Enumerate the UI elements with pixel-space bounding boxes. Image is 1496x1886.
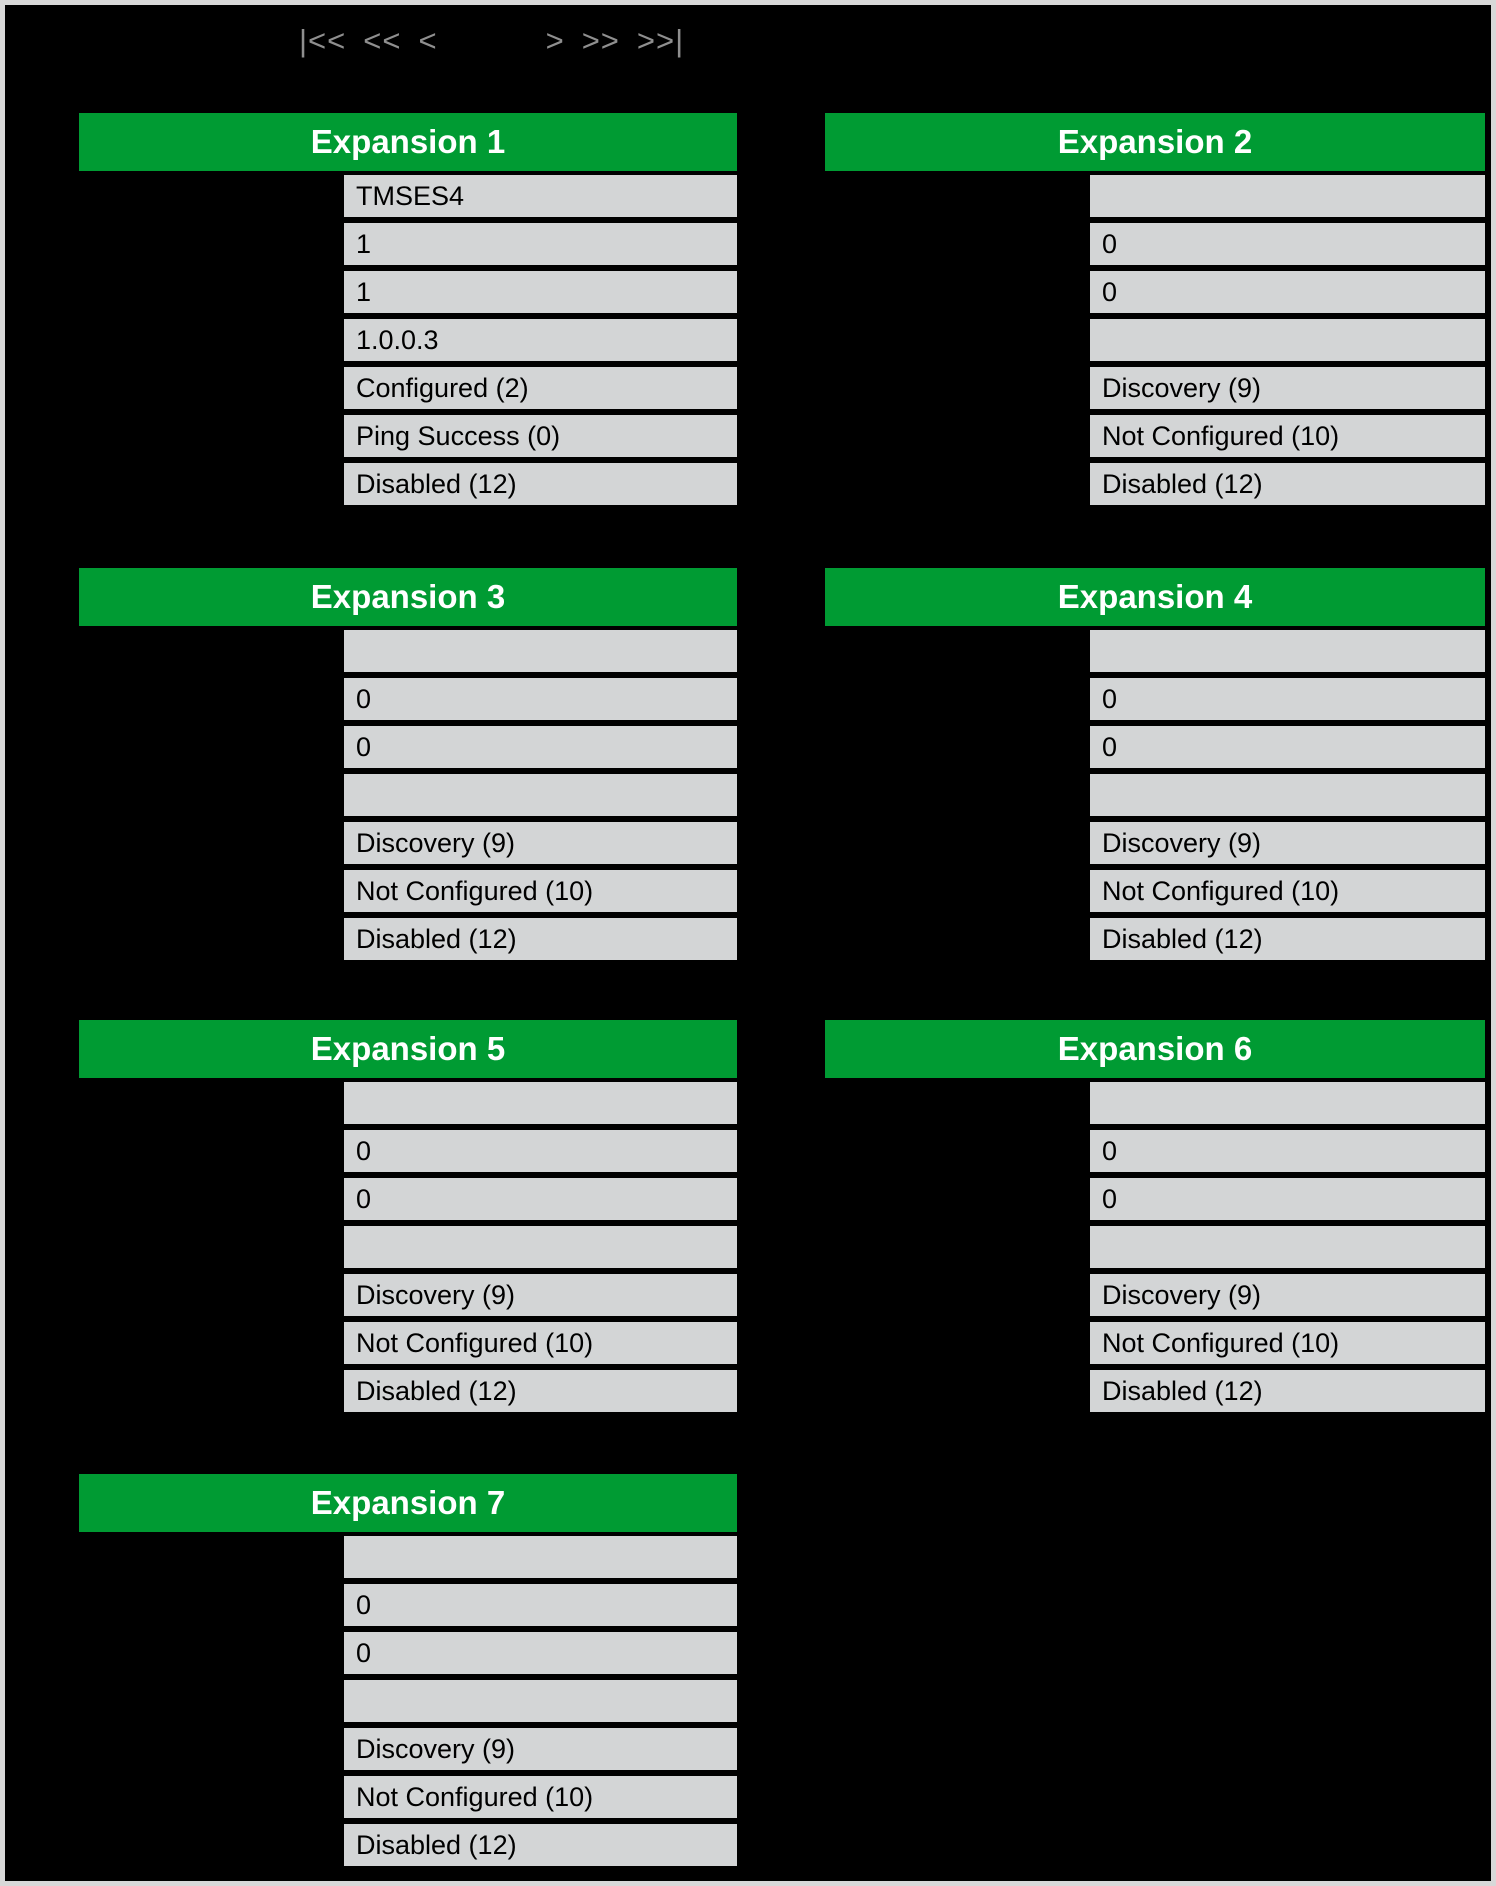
value-cell: 0	[1090, 1130, 1485, 1172]
panel-title: Expansion 6	[825, 1020, 1485, 1078]
panel-title: Expansion 4	[825, 568, 1485, 626]
value-cell: Not Configured (10)	[1090, 870, 1485, 912]
panel-title: Expansion 3	[79, 568, 737, 626]
value-cell: Disabled (12)	[344, 463, 737, 505]
value-cell	[344, 1536, 737, 1578]
value-cell: Discovery (9)	[1090, 367, 1485, 409]
value-cell: 0	[344, 678, 737, 720]
value-cell: Not Configured (10)	[1090, 415, 1485, 457]
value-cell: TMSES4	[344, 175, 737, 217]
value-cell	[344, 1680, 737, 1722]
value-cell	[344, 1082, 737, 1124]
value-cell: 0	[344, 726, 737, 768]
value-cell: Disabled (12)	[344, 1370, 737, 1412]
value-cell: Discovery (9)	[344, 1728, 737, 1770]
value-cell	[344, 630, 737, 672]
panel-title: Expansion 7	[79, 1474, 737, 1532]
value-cell: 0	[1090, 678, 1485, 720]
value-cell: 1	[344, 271, 737, 313]
value-cell: 0	[344, 1584, 737, 1626]
pagination: |<< << < > >> >>|	[299, 21, 684, 61]
value-cell	[1090, 319, 1485, 361]
value-cell	[1090, 774, 1485, 816]
value-cell	[1090, 1226, 1485, 1268]
next-page-button[interactable]: >	[545, 23, 565, 58]
value-cell: Disabled (12)	[1090, 918, 1485, 960]
value-cell: Not Configured (10)	[344, 870, 737, 912]
value-cell	[1090, 1082, 1485, 1124]
value-cell	[344, 774, 737, 816]
value-cell: Disabled (12)	[344, 918, 737, 960]
value-cell: 1.0.0.3	[344, 319, 737, 361]
value-cell: Configured (2)	[344, 367, 737, 409]
value-cell: Ping Success (0)	[344, 415, 737, 457]
page-number-gap	[455, 21, 529, 61]
fast-next-button[interactable]: >>	[581, 23, 620, 58]
value-cell: Disabled (12)	[1090, 1370, 1485, 1412]
value-cell: 0	[1090, 271, 1485, 313]
value-cell: 0	[344, 1178, 737, 1220]
value-cell: Not Configured (10)	[344, 1776, 737, 1818]
last-page-button[interactable]: >>|	[636, 23, 685, 58]
panel-title: Expansion 2	[825, 113, 1485, 171]
panel-title: Expansion 5	[79, 1020, 737, 1078]
fast-previous-button[interactable]: <<	[363, 23, 402, 58]
value-cell: Not Configured (10)	[344, 1322, 737, 1364]
previous-page-button[interactable]: <	[418, 23, 438, 58]
value-cell: 0	[1090, 1178, 1485, 1220]
value-cell: Discovery (9)	[344, 822, 737, 864]
value-cell: 0	[344, 1130, 737, 1172]
value-cell: 0	[1090, 223, 1485, 265]
value-cell	[1090, 630, 1485, 672]
value-cell: 0	[344, 1632, 737, 1674]
panel-title: Expansion 1	[79, 113, 737, 171]
value-cell	[344, 1226, 737, 1268]
value-cell: Not Configured (10)	[1090, 1322, 1485, 1364]
value-cell: Disabled (12)	[344, 1824, 737, 1866]
value-cell: Disabled (12)	[1090, 463, 1485, 505]
value-cell: Discovery (9)	[344, 1274, 737, 1316]
value-cell	[1090, 175, 1485, 217]
value-cell: 1	[344, 223, 737, 265]
first-page-button[interactable]: |<<	[299, 23, 347, 58]
value-cell: Discovery (9)	[1090, 822, 1485, 864]
value-cell: Discovery (9)	[1090, 1274, 1485, 1316]
value-cell: 0	[1090, 726, 1485, 768]
